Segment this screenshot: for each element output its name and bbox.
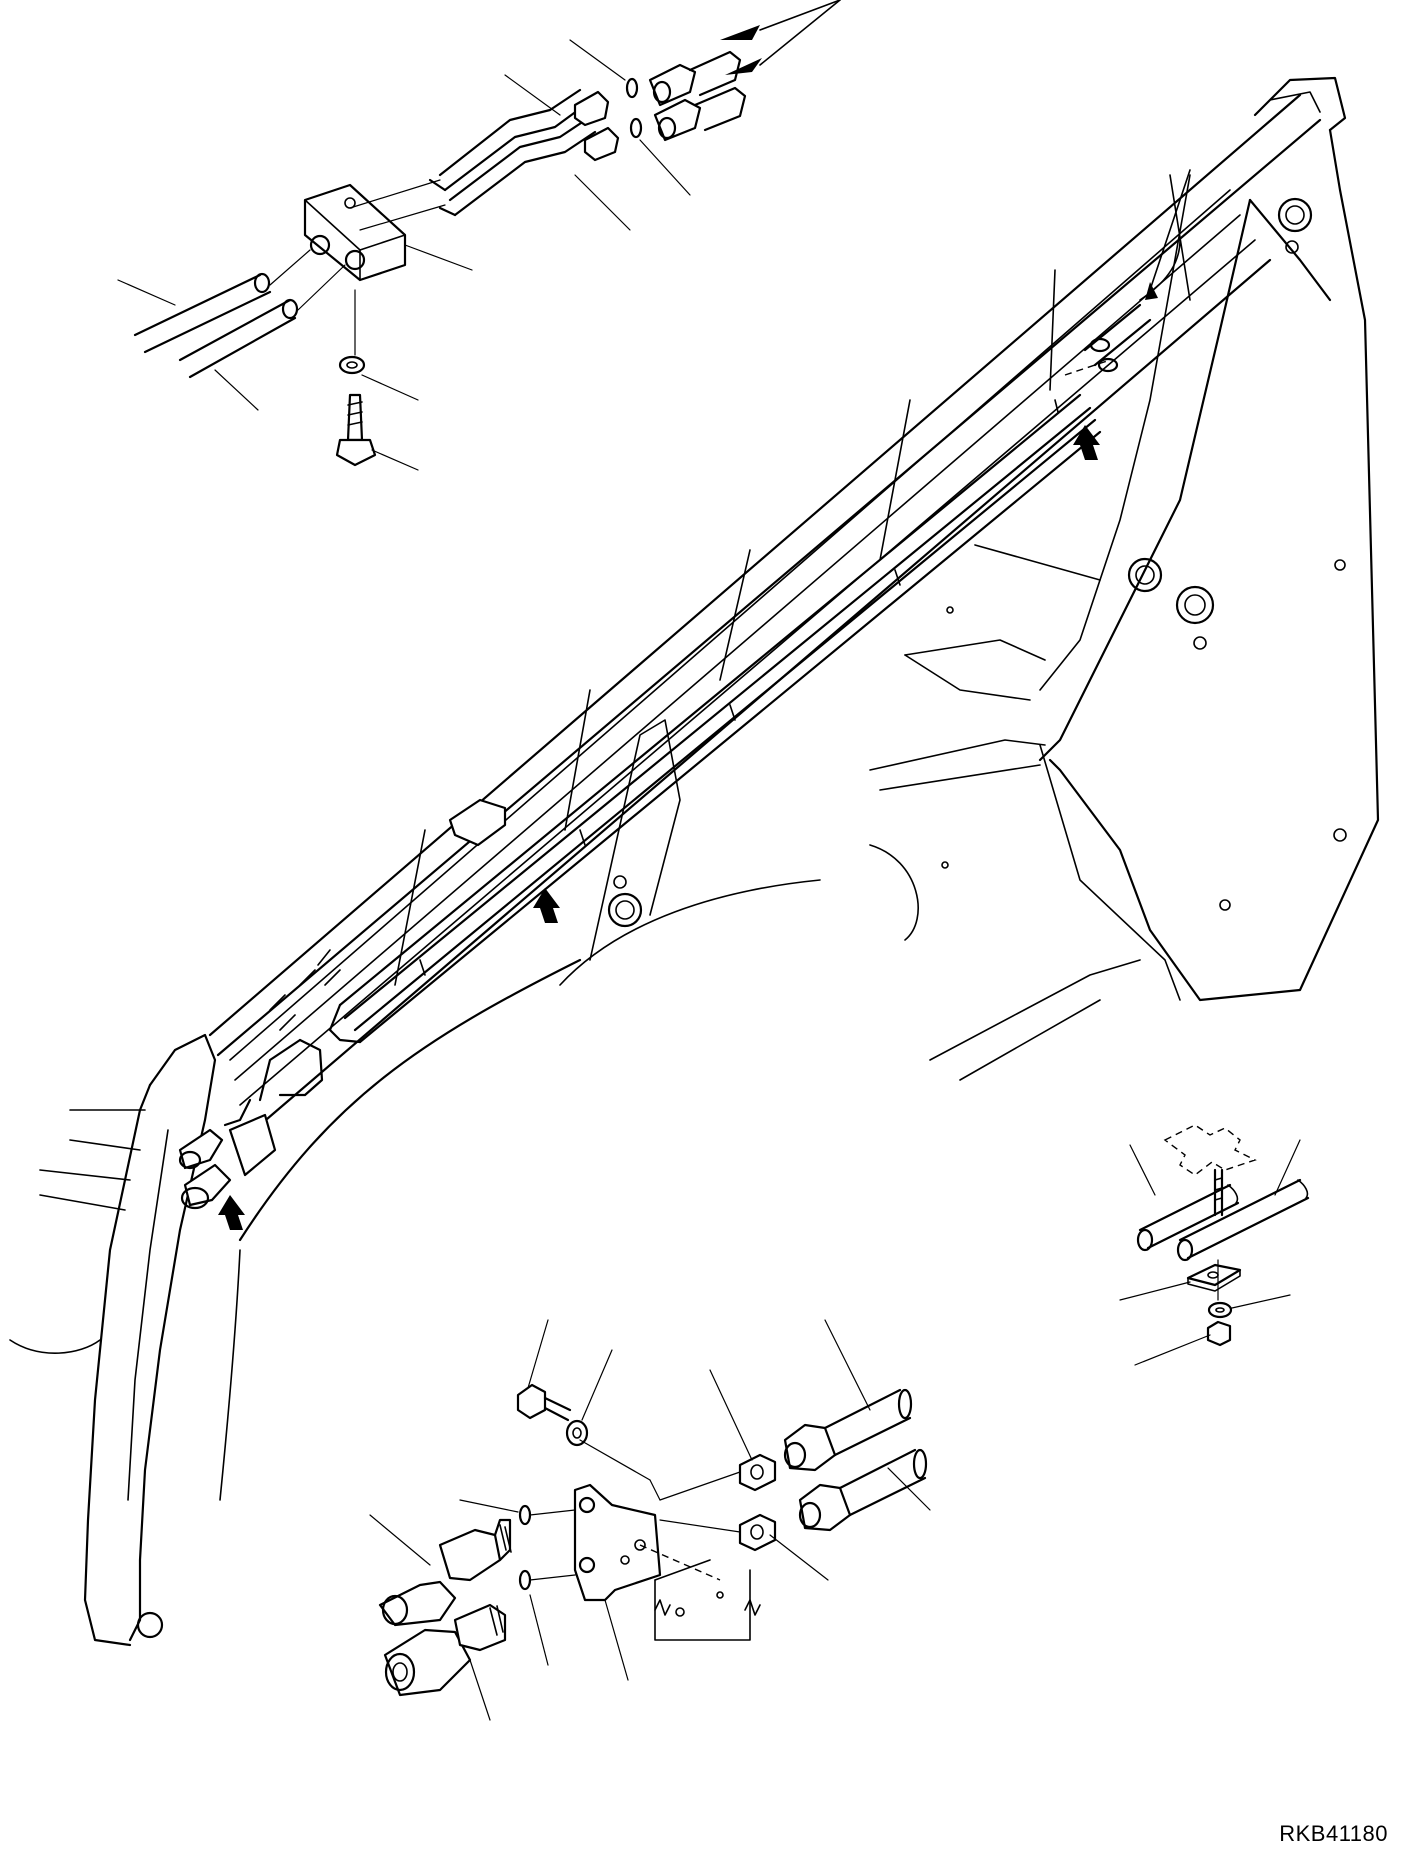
arrow-up-right-end (1073, 425, 1100, 460)
loader-boom (10, 78, 1378, 1645)
arm-end-couplers (180, 1115, 275, 1208)
coupler-bracket-detail (370, 1320, 930, 1720)
direction-arrows (218, 0, 1190, 1230)
arrow-up-middle (533, 888, 560, 923)
clamp-detail (1120, 1125, 1308, 1365)
arrow-up-arm-end (218, 1195, 245, 1230)
tube-block-detail (118, 40, 745, 470)
figure-code: RKB41180 (1279, 1821, 1388, 1846)
